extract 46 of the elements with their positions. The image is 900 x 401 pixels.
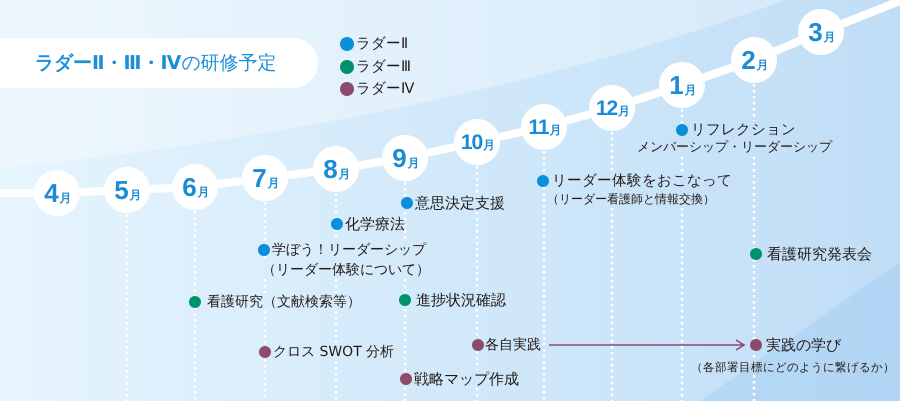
timeline-line bbox=[287, 168, 314, 180]
timeline-line bbox=[150, 184, 172, 193]
timeline-line bbox=[774, 37, 802, 55]
month-label: 12月 bbox=[594, 98, 630, 118]
event-label: 学ぼう！リーダーシップ bbox=[272, 241, 426, 260]
month-label: 3月 bbox=[807, 19, 836, 45]
timeline-line bbox=[358, 158, 383, 170]
month-label: 11月 bbox=[527, 116, 562, 138]
event-label: 看護研究（文献検索等） bbox=[207, 293, 361, 312]
timeline-line bbox=[565, 110, 591, 125]
event-label: 看護研究発表会 bbox=[767, 244, 872, 264]
timeline-line bbox=[632, 88, 662, 105]
month-label: 6月 bbox=[181, 174, 210, 200]
arrow bbox=[549, 339, 745, 351]
legend-label: ラダーⅡ bbox=[356, 35, 408, 54]
month-label: 10月 bbox=[460, 132, 496, 152]
event-note: （リーダー看護師と情報交換） bbox=[547, 191, 715, 208]
event-label: 各自実践 bbox=[485, 336, 541, 355]
timeline-line bbox=[80, 186, 104, 196]
month-label: 7月 bbox=[251, 165, 280, 191]
timeline-line bbox=[217, 176, 243, 188]
month-label: 4月 bbox=[43, 180, 72, 206]
timeline-line bbox=[498, 128, 522, 141]
month-label: 5月 bbox=[113, 177, 142, 203]
event-label: 戦略マップ作成 bbox=[414, 369, 519, 389]
legend-label: ラダーⅢ bbox=[356, 58, 411, 76]
event-label: リーダー体験をおこなって bbox=[552, 172, 732, 191]
timeline-line bbox=[0, 189, 34, 197]
event-label: 実践の学び bbox=[766, 335, 841, 355]
event-label: クロス SWOT 分析 bbox=[273, 343, 394, 362]
timeline-line bbox=[702, 64, 734, 82]
timeline-line bbox=[426, 143, 456, 157]
event-note: （各部署目標にどのように繋げるか） bbox=[691, 359, 895, 376]
title-banner: ラダーⅡ・Ⅲ・Ⅳの研修予定 bbox=[0, 38, 318, 88]
event-note: メンバーシップ・リーダーシップ bbox=[637, 139, 832, 157]
month-label: 1月 bbox=[668, 72, 697, 98]
event-label: 意思決定支援 bbox=[415, 193, 505, 213]
event-label: リフレクション bbox=[691, 121, 796, 140]
timeline-line bbox=[840, 0, 900, 28]
event-note: （リーダー体験について） bbox=[262, 261, 430, 280]
event-label: 進捗状況確認 bbox=[416, 290, 506, 310]
event-label: 化学療法 bbox=[345, 214, 405, 234]
month-label: 8月 bbox=[322, 156, 351, 182]
legend-label: ラダーⅣ bbox=[356, 80, 414, 99]
month-label: 2月 bbox=[740, 47, 769, 73]
month-label: 9月 bbox=[391, 145, 420, 171]
